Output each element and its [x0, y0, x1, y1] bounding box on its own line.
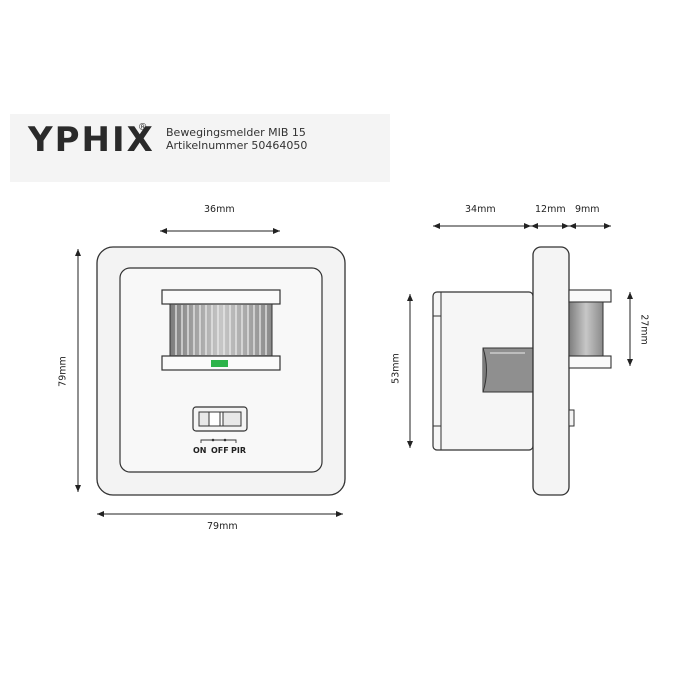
side-view — [432, 246, 612, 496]
brand-logo: YPHIX — [28, 120, 155, 160]
lens-top-bar — [161, 289, 281, 305]
dim-label-27mm: 27mm — [638, 314, 650, 345]
product-name: Bewegingsmelder MIB 15 — [166, 126, 306, 139]
lens-ribs — [175, 305, 267, 355]
switch-label-on: ON — [193, 446, 207, 455]
dim-label-34mm: 34mm — [465, 204, 496, 215]
article-number: Artikelnummer 50464050 — [166, 139, 308, 152]
led-indicator — [211, 360, 228, 367]
dim-label-79mm-vertical: 79mm — [57, 356, 69, 387]
switch-label-off: OFF — [211, 446, 229, 455]
side-lens — [568, 301, 604, 357]
dim-label-36mm: 36mm — [204, 204, 235, 215]
switch-knob — [208, 411, 224, 427]
mounting-clip — [482, 347, 534, 393]
side-plate — [532, 246, 570, 496]
dim-label-12mm: 12mm — [535, 204, 566, 215]
switch-label-pir: PIR — [231, 446, 246, 455]
registered-mark: ® — [139, 122, 147, 133]
front-view — [96, 246, 346, 496]
product-info: Bewegingsmelder MIB 15 Artikelnummer 504… — [166, 126, 307, 152]
dim-label-9mm: 9mm — [575, 204, 600, 215]
dim-label-79mm-horizontal: 79mm — [207, 521, 238, 532]
header-banner — [10, 114, 390, 182]
dim-label-53mm: 53mm — [390, 353, 402, 384]
pir-lens — [169, 303, 273, 357]
